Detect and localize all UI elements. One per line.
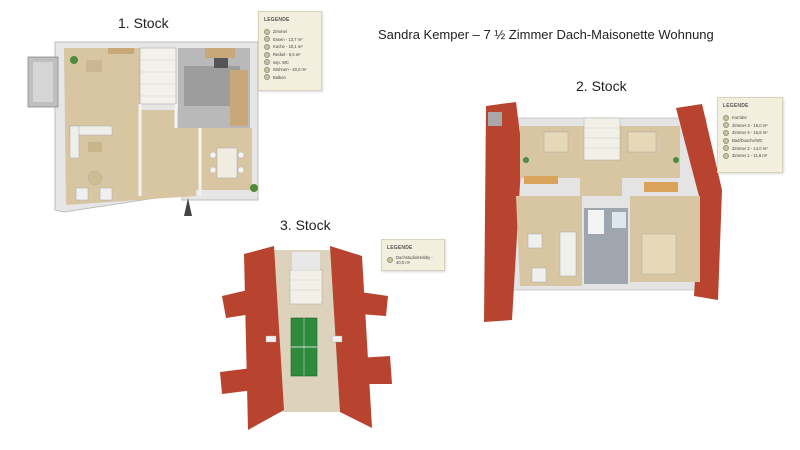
legend-1-stock: LEGENDE Zimmer Essen - 13,7 m² Küche - 1… [258,11,322,91]
legend-marker-icon [264,51,270,58]
legend-item: Zimmer 2 - 14,0 m² [723,144,777,152]
floor-label-3: 3. Stock [280,217,331,233]
legend-title: LEGENDE [264,17,290,23]
legend-marker-icon [723,137,729,144]
legend-item: Küche - 10,1 m² [264,43,316,51]
legend-marker-icon [264,59,270,66]
legend-item: Korridor [723,114,777,122]
floor-label-2: 2. Stock [576,78,627,94]
legend-item: Zimmer 3 - 15,0 m² [723,122,777,130]
legend-marker-icon [723,152,729,159]
legend-item: Dachstudio/Hobby - 40,0 m² [387,255,439,265]
legend-marker-icon [723,114,729,121]
legend-title: LEGENDE [387,245,413,251]
legend-item: Reduit - 6,5 m² [264,51,316,59]
legend-marker-icon [723,129,729,136]
legend-item: Wohnen - 40,0 m² [264,66,316,74]
floor-label-1: 1. Stock [118,15,169,31]
legend-marker-icon [723,145,729,152]
legend-item: Balkon [264,74,316,82]
legend-item: Zimmer 1 - 11,8 m² [723,152,777,160]
legend-marker-icon [264,74,270,81]
legend-marker-icon [387,256,393,263]
legend-marker-icon [264,28,270,35]
legend-item: Bad/Dusche/WC [723,137,777,145]
legend-2-stock: LEGENDE Korridor Zimmer 3 - 15,0 m² Zimm… [717,97,783,173]
legend-3-stock: LEGENDE Dachstudio/Hobby - 40,0 m² [381,239,445,271]
page-title: Sandra Kemper – 7 ½ Zimmer Dach-Maisonet… [378,27,714,42]
legend-item: Essen - 13,7 m² [264,36,316,44]
legend-marker-icon [264,36,270,43]
legend-item: Zimmer 4 - 16,8 m² [723,129,777,137]
legend-marker-icon [264,43,270,50]
legend-marker-icon [723,122,729,129]
legend-title: LEGENDE [723,103,749,109]
legend-marker-icon [264,66,270,73]
legend-item: sep. WC [264,58,316,66]
legend-item: Zimmer [264,28,316,36]
